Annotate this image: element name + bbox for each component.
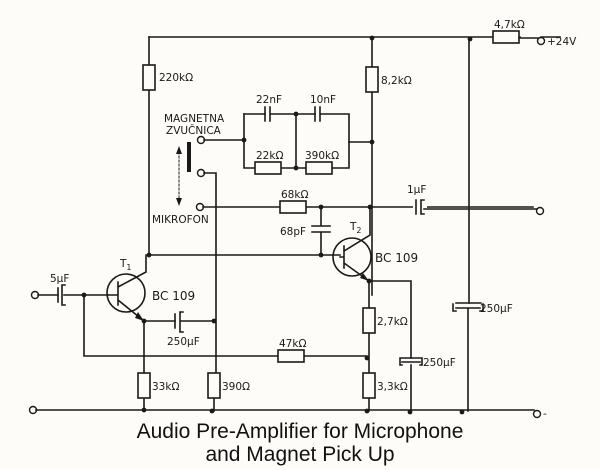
label-mic: MIKROFON bbox=[152, 214, 209, 226]
resistor-2k7 bbox=[362, 307, 376, 334]
node bbox=[293, 165, 299, 171]
node bbox=[211, 318, 217, 324]
label-t2-type: BC 109 bbox=[375, 251, 418, 265]
resistor-390k bbox=[305, 161, 333, 175]
terminal-output[interactable] bbox=[535, 206, 545, 216]
emitter-arrow-icon bbox=[360, 273, 369, 281]
label-68p: 68pF bbox=[280, 226, 306, 238]
label-8k2: 8,2kΩ bbox=[381, 75, 412, 87]
capacitor-22n bbox=[264, 106, 271, 122]
label-t2: T2 bbox=[349, 221, 362, 235]
wire-47k bbox=[83, 294, 368, 357]
capacitor-1u bbox=[415, 199, 425, 215]
resistor-3k3 bbox=[362, 372, 376, 399]
node bbox=[141, 407, 147, 413]
label-22k: 22kΩ bbox=[256, 150, 283, 162]
capacitor-68p bbox=[311, 206, 331, 256]
node bbox=[364, 408, 370, 414]
capacitor-250u-t2 bbox=[399, 357, 423, 366]
label-3k3: 3,3kΩ bbox=[377, 381, 408, 393]
wire-res-network bbox=[243, 113, 350, 169]
label-ground: - bbox=[543, 408, 547, 420]
switch-slider[interactable] bbox=[187, 142, 191, 172]
wire-supply-cap bbox=[467, 38, 470, 412]
label-t1: T1 bbox=[119, 258, 132, 272]
label-1u: 1µF bbox=[407, 184, 426, 196]
capacitor-250u-supply bbox=[452, 302, 484, 312]
label-33k: 33kΩ bbox=[152, 381, 179, 393]
label-220k: 220kΩ bbox=[159, 72, 193, 84]
label-47k: 47kΩ bbox=[279, 338, 306, 350]
resistor-68k bbox=[279, 200, 307, 214]
capacitor-250u-t1 bbox=[174, 311, 184, 333]
label-t1-type: BC 109 bbox=[152, 289, 195, 303]
wire-caps bbox=[243, 113, 373, 143]
terminal-supply[interactable] bbox=[536, 36, 546, 46]
transistor-t2 bbox=[332, 206, 372, 283]
caption-line-2: and Magnet Pick Up bbox=[205, 443, 395, 466]
node bbox=[209, 408, 215, 414]
node bbox=[146, 252, 152, 258]
resistor-390 bbox=[207, 372, 221, 399]
label-390k: 390kΩ bbox=[305, 150, 339, 162]
label-10n: 10nF bbox=[310, 94, 336, 106]
label-supply: +24V bbox=[547, 36, 577, 48]
label-magnet-2: ZVUČNICA bbox=[166, 124, 222, 137]
wire-switch-common bbox=[203, 172, 217, 373]
resistor-4k7 bbox=[492, 30, 520, 44]
wire-250u-t2 bbox=[368, 280, 412, 412]
capacitor-5u bbox=[57, 284, 66, 306]
label-250u-t2: 250µF bbox=[423, 357, 456, 369]
resistor-22k bbox=[254, 161, 282, 175]
label-390: 390Ω bbox=[222, 381, 250, 393]
resistor-220k bbox=[142, 64, 156, 91]
label-2k7: 2,7kΩ bbox=[377, 316, 408, 328]
node bbox=[293, 111, 299, 117]
emitter-arrow-icon bbox=[135, 312, 144, 321]
node bbox=[369, 139, 375, 145]
node bbox=[459, 409, 465, 415]
label-68k: 68kΩ bbox=[281, 189, 308, 201]
resistor-47k bbox=[277, 349, 305, 363]
label-4k7: 4,7kΩ bbox=[494, 19, 525, 31]
resistor-33k bbox=[137, 372, 151, 399]
terminal-ground-out[interactable] bbox=[532, 409, 542, 419]
transistor-t1 bbox=[106, 254, 147, 323]
label-250u-supply: 250µF bbox=[480, 303, 513, 315]
capacitor-10n bbox=[314, 106, 321, 122]
node bbox=[407, 409, 413, 415]
label-250u-t1: 250µF bbox=[167, 336, 200, 348]
resistor-8k2 bbox=[365, 66, 379, 93]
caption-line-1: Audio Pre-Amplifier for Microphone bbox=[136, 420, 464, 443]
label-22n: 22nF bbox=[256, 94, 282, 106]
label-5u: 5µF bbox=[50, 273, 69, 285]
label-magnet-1: MAGNETNA bbox=[164, 113, 225, 125]
